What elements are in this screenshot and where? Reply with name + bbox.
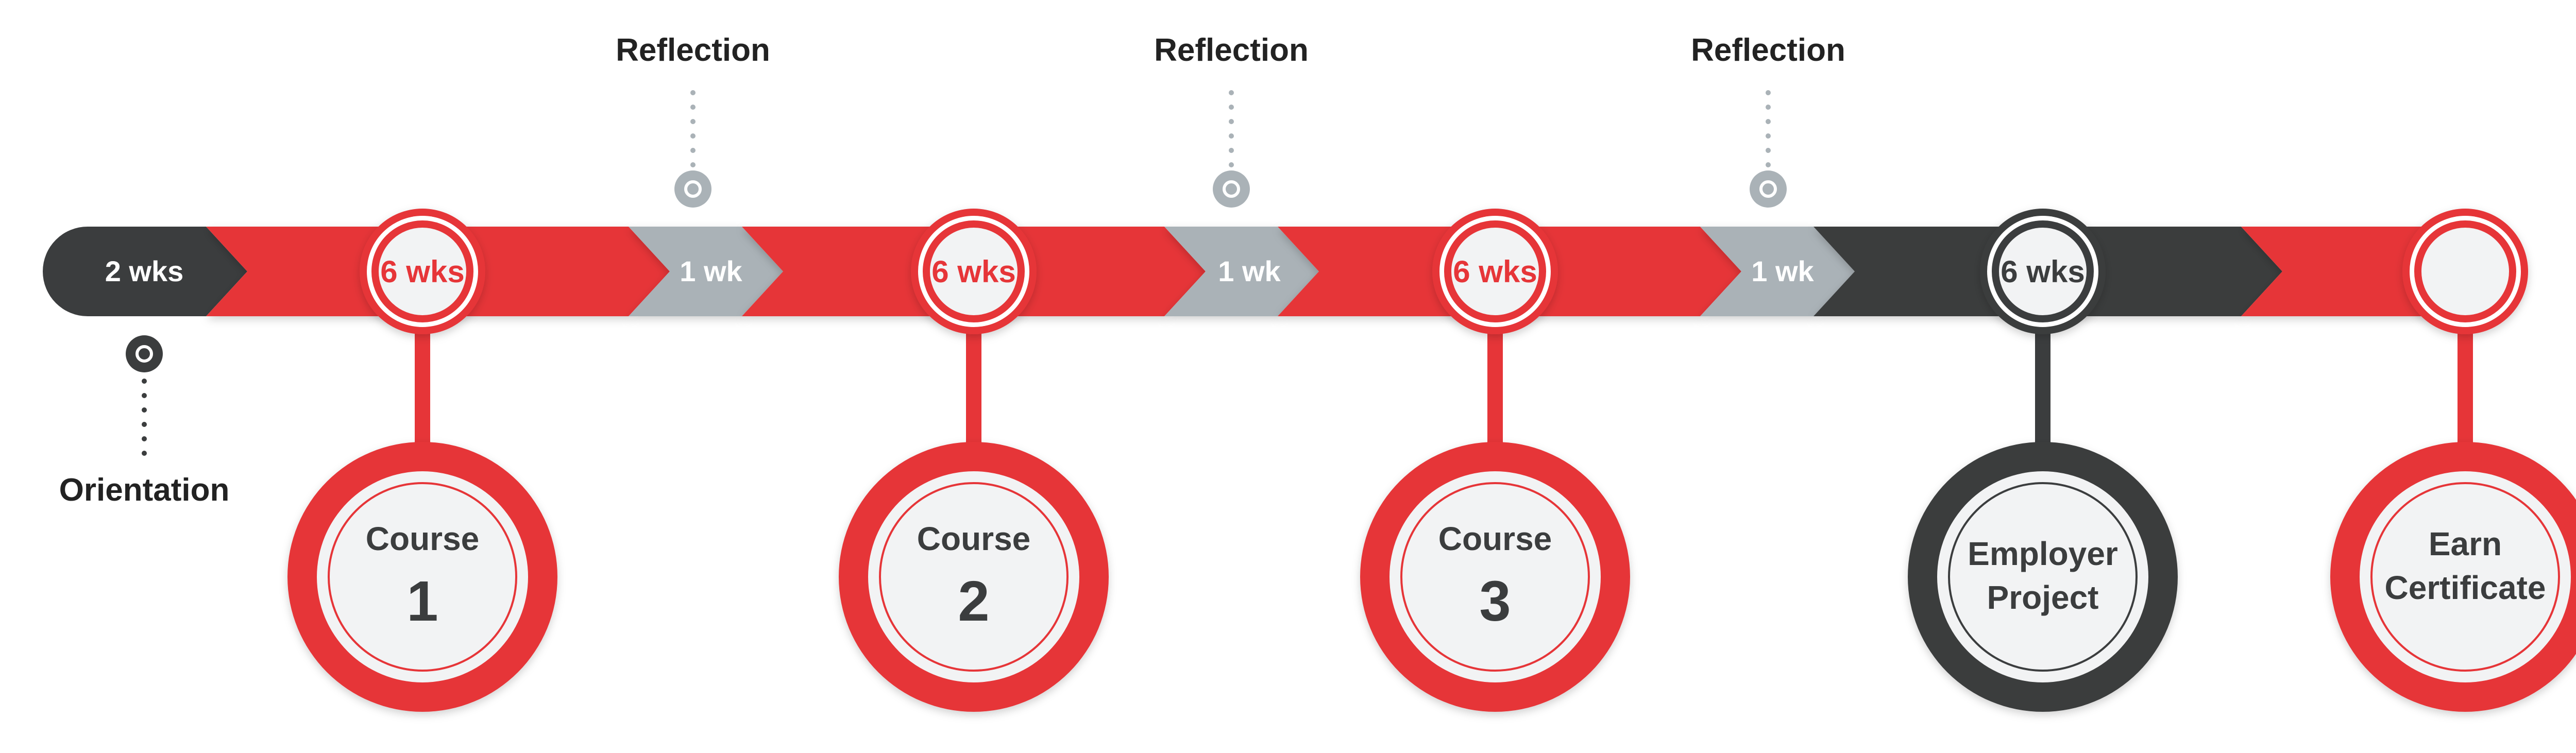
course-2-number: 2 xyxy=(958,570,989,633)
reflection-1-duration: 1 wk xyxy=(680,255,742,287)
course-1-node: 6 wks Course 1 xyxy=(287,209,557,712)
course-3-title: Course xyxy=(1438,520,1552,557)
course-3-node: 6 wks Course 3 xyxy=(1360,209,1630,712)
segment-reflection-1 xyxy=(629,227,783,316)
course-3-duration: 6 wks xyxy=(1453,254,1537,289)
course-2-title: Course xyxy=(917,520,1031,557)
orientation-label: Orientation xyxy=(59,472,230,508)
reflection-marker-2: Reflection xyxy=(1154,32,1309,208)
course-3-number: 3 xyxy=(1479,570,1511,633)
reflection-3-duration: 1 wk xyxy=(1751,255,1814,287)
segment-reflection-3 xyxy=(1700,227,1855,316)
reflection-2-dot-icon xyxy=(1213,170,1250,208)
employer-project-node: 6 wks Employer Project xyxy=(1908,209,2178,712)
reflection-3-dot-icon xyxy=(1750,170,1787,208)
employer-project-duration: 6 wks xyxy=(2001,254,2084,289)
orientation-duration: 2 wks xyxy=(105,255,184,287)
reflection-1-label: Reflection xyxy=(616,32,770,68)
course-2-duration: 6 wks xyxy=(931,254,1015,289)
reflection-3-label: Reflection xyxy=(1691,32,1845,68)
certificate-node: Earn Certificate xyxy=(2330,209,2576,712)
reflection-1-dot-icon xyxy=(674,170,711,208)
segment-orientation xyxy=(43,227,247,316)
certificate-line2: Certificate xyxy=(2385,569,2546,606)
reflection-2-duration: 1 wk xyxy=(1218,255,1281,287)
orientation-dot-icon xyxy=(126,335,163,372)
course-1-duration: 6 wks xyxy=(380,254,464,289)
orientation-marker: Orientation xyxy=(59,335,230,508)
course-1-number: 1 xyxy=(406,570,438,633)
course-1-title: Course xyxy=(366,520,480,557)
reflection-marker-1: Reflection xyxy=(616,32,770,208)
reflection-marker-3: Reflection xyxy=(1691,32,1845,208)
reflection-2-label: Reflection xyxy=(1154,32,1309,68)
employer-project-line2: Project xyxy=(1987,579,2099,616)
employer-project-line1: Employer xyxy=(1968,535,2118,572)
segment-reflection-2 xyxy=(1164,227,1319,316)
course-2-node: 6 wks Course 2 xyxy=(839,209,1109,712)
certificate-line1: Earn xyxy=(2429,525,2502,562)
